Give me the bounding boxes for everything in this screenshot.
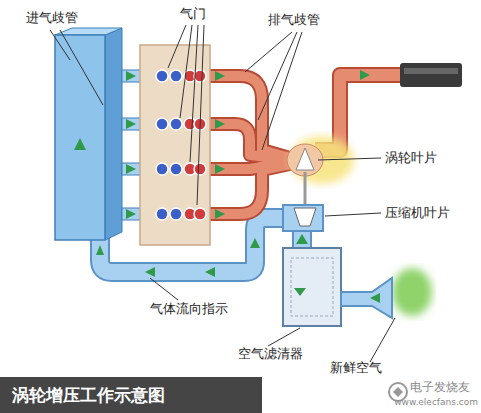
muffler [400, 63, 462, 87]
part-label: 进气歧管 [26, 10, 78, 26]
part-label: 涡轮叶片 [385, 150, 437, 166]
air-inlet-horn [341, 278, 392, 318]
exhaust-manifold [208, 76, 290, 214]
diagram-title: 涡轮增压工作示意图 [12, 384, 165, 407]
compressor-housing [283, 205, 323, 231]
air-filter [283, 248, 341, 326]
flow-arrows [74, 70, 380, 303]
title-banner [0, 377, 262, 413]
turbine-housing [287, 144, 323, 176]
part-label: 压缩机叶片 [385, 205, 450, 221]
part-label: 气门 [180, 6, 206, 22]
compressor-blade [294, 208, 316, 226]
part-label: 空气滤清器 [238, 346, 303, 362]
watermark: www.elecfans.com [394, 397, 478, 408]
turbo-shaft [304, 172, 307, 206]
part-label: 新鲜空气 [330, 360, 382, 376]
fresh-air-cloud [392, 268, 432, 316]
part-label: 排气歧管 [268, 12, 320, 28]
watermark: 电子发烧友 [410, 380, 470, 394]
turbine-blade [296, 148, 314, 170]
part-label: 气体流向指示 [150, 301, 228, 317]
valves [156, 70, 206, 220]
leader-lines [50, 25, 395, 362]
